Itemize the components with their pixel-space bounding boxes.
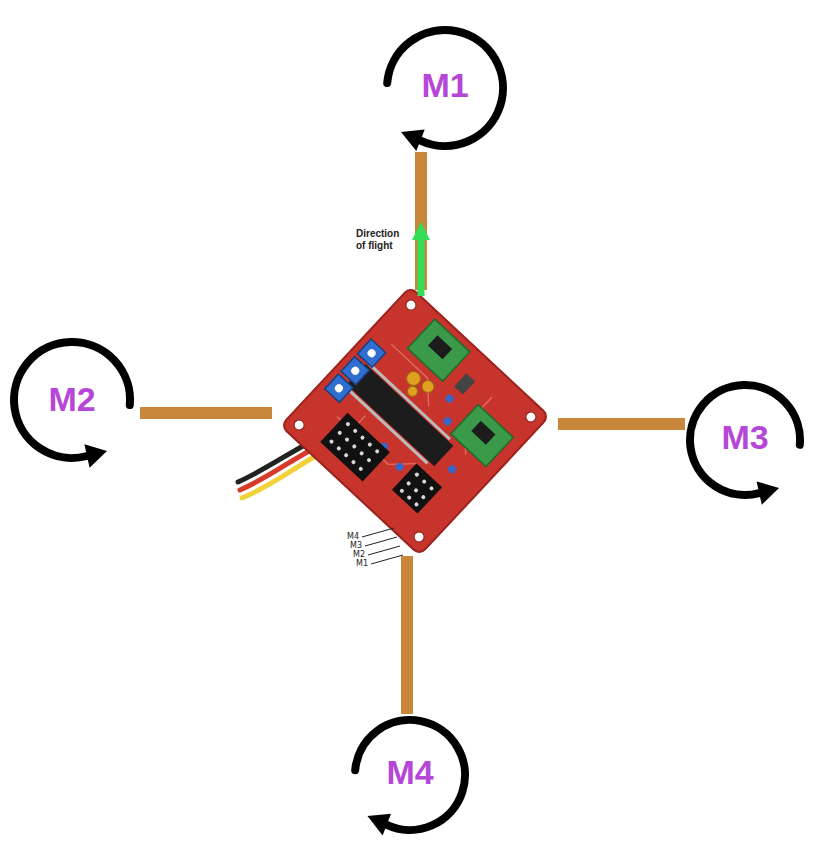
rotation-arc	[14, 342, 130, 458]
gyro-module	[451, 405, 513, 467]
potentiometers	[325, 339, 386, 402]
rotation-arc	[690, 385, 800, 495]
arrowhead	[401, 130, 425, 152]
pin-label: M4	[347, 533, 359, 541]
pin-leader-lines	[362, 528, 403, 564]
gyro-module	[408, 319, 470, 381]
motor-label: M1	[421, 67, 468, 104]
arm	[401, 556, 413, 714]
header-pins	[329, 414, 435, 516]
motor-label: M4	[386, 754, 433, 791]
pin-label: M1	[356, 560, 368, 568]
crystal	[454, 373, 475, 394]
motor-label: M3	[721, 419, 768, 456]
motor-label: M2	[48, 381, 95, 418]
gyro-chip	[471, 421, 495, 445]
pin-label: M3	[350, 542, 362, 550]
arrow-shaft	[418, 238, 425, 296]
arrowhead	[757, 481, 779, 504]
board	[281, 287, 550, 556]
arrowhead	[84, 444, 107, 467]
mounting-holes	[292, 298, 538, 544]
pot-screws	[333, 348, 377, 394]
rotation-arrowheads	[84, 130, 779, 836]
direction-arrow	[412, 222, 430, 296]
pin-label: M2	[353, 551, 365, 559]
capacitors	[398, 367, 436, 405]
arm	[558, 418, 685, 430]
frame-arms	[140, 152, 685, 714]
leader-line	[368, 546, 400, 555]
flight-controller-board	[281, 287, 550, 556]
rotation-arrows	[14, 30, 800, 830]
gyro-chip	[428, 335, 452, 359]
arrow-head	[412, 222, 430, 240]
leader-line	[365, 537, 397, 546]
pin-headers	[320, 405, 442, 523]
arrowhead	[368, 814, 392, 836]
leader-line	[371, 555, 403, 564]
arm	[140, 407, 272, 419]
rotation-arc	[355, 720, 465, 830]
leader-line	[362, 528, 394, 537]
flight-direction-label: Direction of flight	[356, 228, 408, 252]
rotation-arc	[387, 30, 503, 146]
